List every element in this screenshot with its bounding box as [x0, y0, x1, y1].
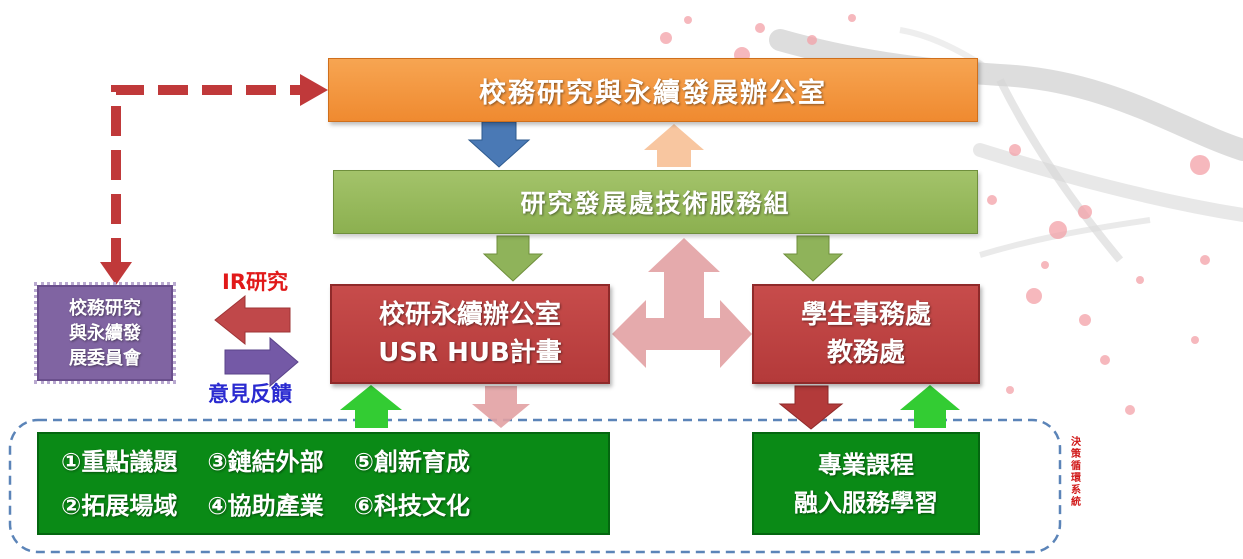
- arrow-student-to-course: [778, 385, 844, 430]
- node-committee-line1: 校務研究: [69, 297, 141, 319]
- arrow-course-to-student: [900, 385, 960, 428]
- node-course-line1: 專業課程: [818, 450, 914, 479]
- dashed-link-line: [111, 85, 300, 268]
- topic-item: ①重點議題: [61, 447, 178, 476]
- topic-item: ④協助產業: [207, 491, 324, 520]
- node-office-label: 校務研究與永續發展辦公室: [479, 77, 827, 109]
- cycle-char: 統: [1071, 497, 1081, 508]
- topics-row-1: ①重點議題 ③鏈結外部 ⑤創新育成: [61, 440, 500, 484]
- node-usr-hub-office: 校研永續辦公室 USR HUB計畫: [330, 284, 610, 384]
- node-professional-course: 專業課程 融入服務學習: [752, 432, 980, 535]
- cycle-char: 環: [1071, 473, 1081, 484]
- label-feedback: 意見反饋: [208, 382, 292, 406]
- arrow-usr-to-topics: [472, 386, 530, 428]
- arrow-rd-to-student: [782, 235, 844, 282]
- node-student-line1: 學生事務處: [800, 300, 931, 330]
- arrow-rd-to-office: [644, 124, 704, 167]
- arrow-feedback: [224, 336, 299, 388]
- node-research-sustainability-office: 校務研究與永續發展辦公室: [328, 58, 978, 122]
- node-usr-line2: USR HUB計畫: [378, 338, 562, 368]
- node-usr-line1: 校研永續辦公室: [378, 300, 561, 330]
- arrow-topics-to-usr: [340, 385, 402, 428]
- cycle-char: 策: [1071, 449, 1081, 460]
- topic-item: ⑥科技文化: [353, 491, 470, 520]
- node-key-topics: ①重點議題 ③鏈結外部 ⑤創新育成 ②拓展場域 ④協助產業 ⑥科技文化: [37, 432, 610, 535]
- node-committee-line3: 展委員會: [69, 347, 141, 369]
- node-rd-label: 研究發展處技術服務組: [520, 189, 791, 218]
- node-committee-line2: 與永續發: [69, 322, 141, 344]
- decision-cycle-dashed-border: [8, 418, 1062, 554]
- cycle-char: 系: [1071, 485, 1081, 496]
- node-student-line2: 教務處: [826, 338, 905, 368]
- arrow-three-way: [612, 238, 752, 368]
- node-rd-tech-service: 研究發展處技術服務組: [333, 170, 978, 234]
- node-committee: 校務研究 與永續發 展委員會: [34, 282, 176, 384]
- arrow-ir-research: [214, 294, 291, 346]
- topics-row-2: ②拓展場域 ④協助產業 ⑥科技文化: [61, 484, 500, 528]
- topic-item: ⑤創新育成: [353, 447, 470, 476]
- dashed-arrowhead-right: [300, 74, 328, 106]
- arrow-office-to-rd: [467, 121, 531, 168]
- label-ir-research: IR研究: [222, 270, 288, 294]
- cycle-char: 決: [1071, 437, 1081, 448]
- label-decision-cycle: 決 策 循 環 系 統: [1068, 437, 1084, 509]
- topic-item: ②拓展場域: [61, 491, 178, 520]
- arrow-rd-to-usr: [482, 235, 544, 282]
- dashed-arrowhead-down: [100, 262, 132, 285]
- node-course-line2: 融入服務學習: [794, 488, 938, 517]
- cycle-char: 循: [1071, 461, 1081, 472]
- node-student-academic-affairs: 學生事務處 教務處: [752, 284, 980, 384]
- topic-item: ③鏈結外部: [207, 447, 324, 476]
